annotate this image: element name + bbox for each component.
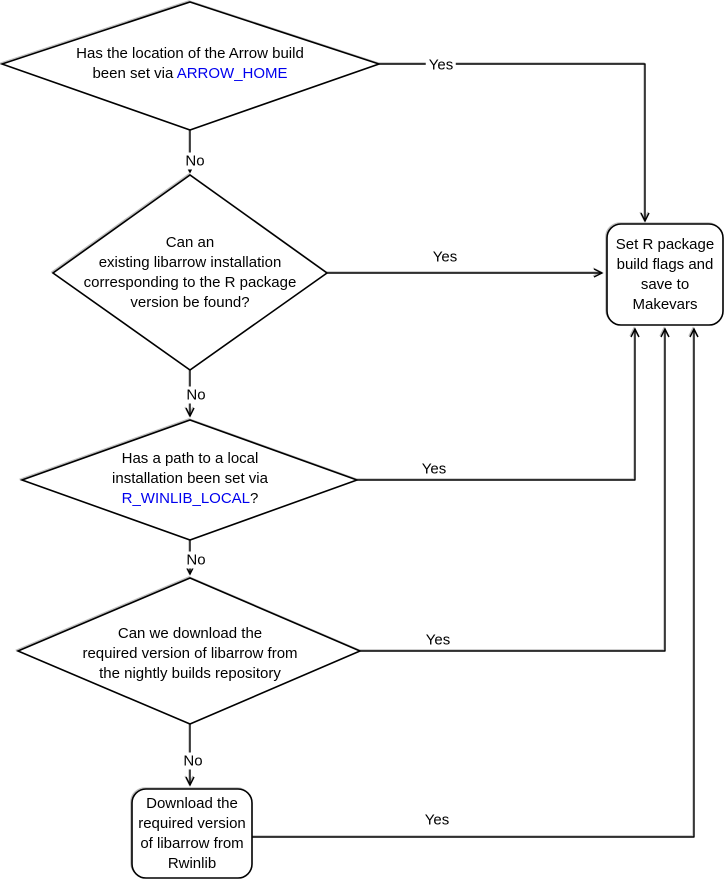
- edge-label-existing-install-yes: Yes: [429, 248, 461, 266]
- edge-label-nightly-yes: Yes: [422, 631, 454, 649]
- decision-existing-install-text: Can an existing libarrow installation co…: [83, 234, 297, 311]
- decision-arrow-home-text: Has the location of the Arrow build been…: [76, 45, 304, 82]
- decision-local-path-text: Has a path to a local installation been …: [112, 450, 268, 507]
- edge-rwinlib-yes: [252, 327, 699, 838]
- edge-label-arrow-home-no: No: [182, 152, 208, 170]
- edge-label-local-path-no: No: [183, 551, 209, 569]
- process-rwinlib-download-shape: [131, 788, 253, 879]
- decision-nightly-download-text: Can we download the required version of …: [82, 625, 298, 682]
- edge-label-nightly-no: No: [180, 752, 206, 770]
- edge-local-path-yes: [357, 327, 640, 481]
- edge-label-rwinlib-yes: Yes: [421, 811, 453, 829]
- process-rwinlib-download-text: Download the required version of libarro…: [138, 795, 246, 872]
- edge-label-existing-install-no: No: [183, 386, 209, 404]
- edge-nightly-yes: [360, 327, 670, 652]
- arrow-home-env-var: ARROW_HOME: [176, 65, 288, 82]
- process-set-flags-text: Set R package build flags and save to Ma…: [615, 236, 715, 313]
- edge-label-arrow-home-yes: Yes: [425, 56, 457, 74]
- edge-arrow-home-yes: [379, 63, 650, 223]
- process-set-flags-shape: [606, 223, 724, 326]
- edge-label-local-path-yes: Yes: [418, 460, 450, 478]
- winlib-env-var: R_WINLIB_LOCAL: [121, 490, 251, 507]
